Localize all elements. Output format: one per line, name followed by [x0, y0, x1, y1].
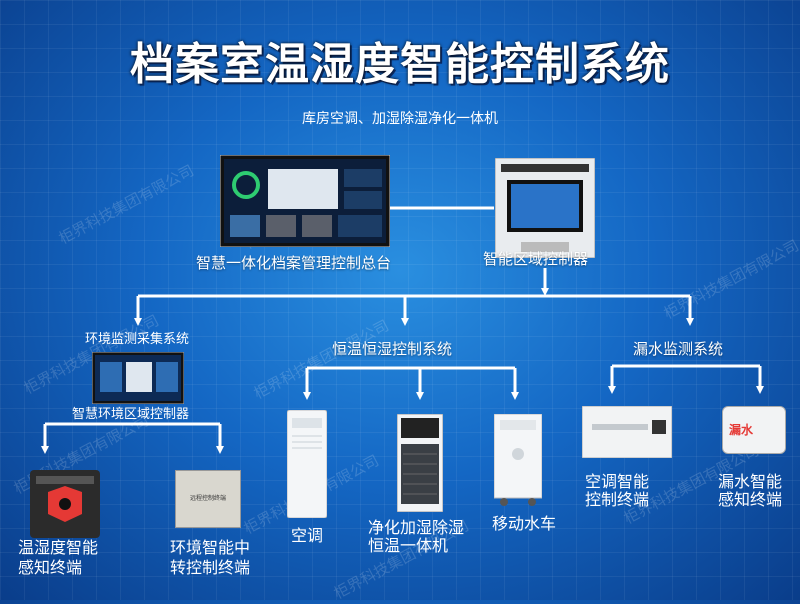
console-screen-icon: [220, 155, 390, 247]
purifier-label: 净化加湿除湿: [368, 518, 465, 537]
ac-terminal-label: 控制终端: [585, 490, 650, 509]
page-title: 档案室温湿度智能控制系统: [130, 39, 670, 90]
env-system-label: 环境监测采集系统: [85, 332, 190, 347]
ac-label: 空调: [291, 526, 324, 545]
env-relay-icon: 远程控制终端: [175, 470, 241, 528]
ac-terminal-label: 空调智能: [585, 472, 650, 491]
ac-terminal-icon: [582, 406, 672, 458]
leak-terminal-label: 漏水智能: [718, 472, 783, 491]
purifier-icon: [397, 414, 443, 512]
air-conditioner-icon: [287, 410, 327, 518]
purifier-label: 恒温一体机: [368, 536, 449, 555]
leak-terminal-icon: 漏水: [722, 406, 786, 454]
area-controller-label: 智能区域控制器: [483, 250, 589, 268]
area-controller-icon: [495, 158, 595, 258]
th-terminal-label: 感知终端: [18, 558, 83, 577]
water-cart-label: 移动水车: [492, 514, 557, 533]
water-cart-icon: [494, 414, 542, 506]
env-relay-label: 转控制终端: [170, 558, 251, 577]
env-controller-icon: [92, 352, 184, 404]
env-relay-label: 环境智能中: [170, 538, 251, 557]
thermo-system-label: 恒温恒湿控制系统: [332, 340, 453, 358]
th-terminal-icon: [30, 470, 100, 538]
leak-system-label: 漏水监测系统: [633, 340, 724, 358]
page-subtitle: 库房空调、加湿除湿净化一体机: [302, 111, 498, 127]
th-terminal-label: 温湿度智能: [18, 538, 99, 557]
relay-device-label: 远程控制终端: [189, 495, 226, 502]
env-controller-label: 智慧环境区域控制器: [72, 407, 190, 422]
console-label: 智慧一体化档案管理控制总台: [196, 254, 392, 272]
leak-device-label: 漏水: [729, 423, 754, 437]
leak-terminal-label: 感知终端: [718, 490, 783, 509]
